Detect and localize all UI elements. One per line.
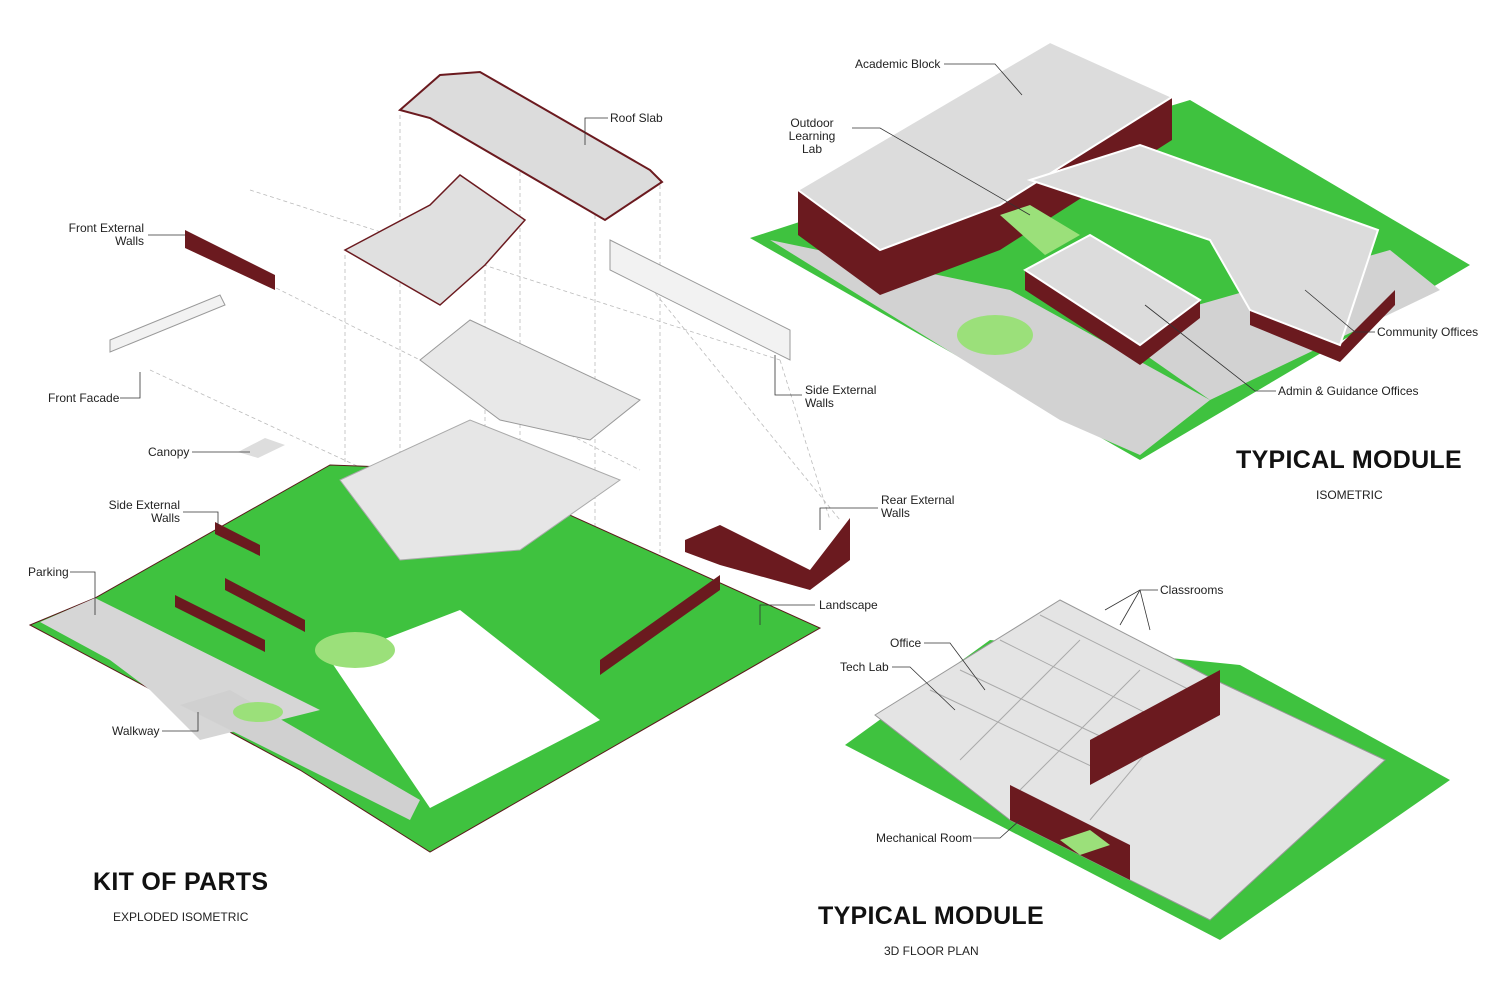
label-side-external-walls-right: Side External Walls (805, 383, 877, 410)
lawn-patch (315, 632, 395, 668)
floor-plan-title: TYPICAL MODULE (818, 902, 1044, 930)
admin-block-roof (1023, 233, 1202, 347)
label-rear-external-walls: Rear External Walls (881, 493, 955, 520)
mechanical-room-green (1060, 830, 1110, 855)
academic-block-wall (798, 97, 1172, 295)
kit-of-parts-title: KIT OF PARTS (93, 868, 269, 896)
front-facade (109, 294, 226, 353)
label-tech-lab: Tech Lab (840, 660, 889, 674)
canopy (238, 438, 285, 458)
isometric-subtitle: ISOMETRIC (1316, 488, 1383, 502)
label-front-facade: Front Facade (48, 391, 120, 405)
outdoor-learning-lab (1000, 205, 1080, 255)
building-floor (339, 419, 622, 561)
roof-slab (397, 70, 664, 222)
label-roof-slab: Roof Slab (610, 111, 663, 125)
side-external-walls-left (215, 522, 260, 556)
floor-plan-subtitle: 3D FLOOR PLAN (884, 944, 979, 958)
walkway (180, 690, 420, 820)
label-side-external-walls-left: Side External Walls (108, 498, 180, 525)
side-external-walls-right (609, 239, 791, 361)
side-external-walls-left-3 (225, 578, 305, 632)
label-office: Office (890, 636, 922, 650)
label-outdoor-learning-lab: Outdoor Learning Lab (788, 116, 836, 156)
rear-external-walls (685, 518, 850, 590)
front-external-walls (185, 230, 275, 290)
label-mechanical-room: Mechanical Room (876, 831, 973, 845)
exploded-isometric (28, 70, 850, 853)
roof-slab-lower (343, 174, 527, 306)
lawn-patch (233, 702, 283, 722)
label-landscape: Landscape (819, 598, 878, 612)
leader-lines (70, 63, 1375, 839)
community-offices-wall (1250, 290, 1395, 362)
floor-slab-interior (419, 319, 641, 441)
module-floor-plan (845, 599, 1450, 940)
label-classrooms: Classrooms (1160, 583, 1224, 597)
classroom-wall-maroon (1090, 670, 1220, 785)
academic-block-roof (796, 40, 1175, 252)
label-community-offices: Community Offices (1377, 325, 1479, 339)
label-front-external-walls: Front External Walls (68, 221, 144, 248)
label-admin-guidance-offices: Admin & Guidance Offices (1278, 384, 1419, 398)
label-canopy: Canopy (148, 445, 190, 459)
community-offices-roof (1026, 143, 1380, 347)
module-isometric (750, 40, 1470, 460)
kit-of-parts-subtitle: EXPLODED ISOMETRIC (113, 910, 249, 924)
isometric-title: TYPICAL MODULE (1236, 446, 1462, 474)
central-void (330, 610, 600, 808)
lawn-patch (957, 315, 1033, 355)
label-walkway: Walkway (112, 724, 160, 738)
label-academic-block: Academic Block (855, 57, 941, 71)
mechanical-room-wall (1010, 785, 1130, 880)
admin-block-wall (1025, 270, 1200, 365)
label-parking: Parking (28, 565, 69, 579)
side-external-walls-left-2 (175, 595, 265, 652)
rear-wall-segment (600, 575, 720, 675)
